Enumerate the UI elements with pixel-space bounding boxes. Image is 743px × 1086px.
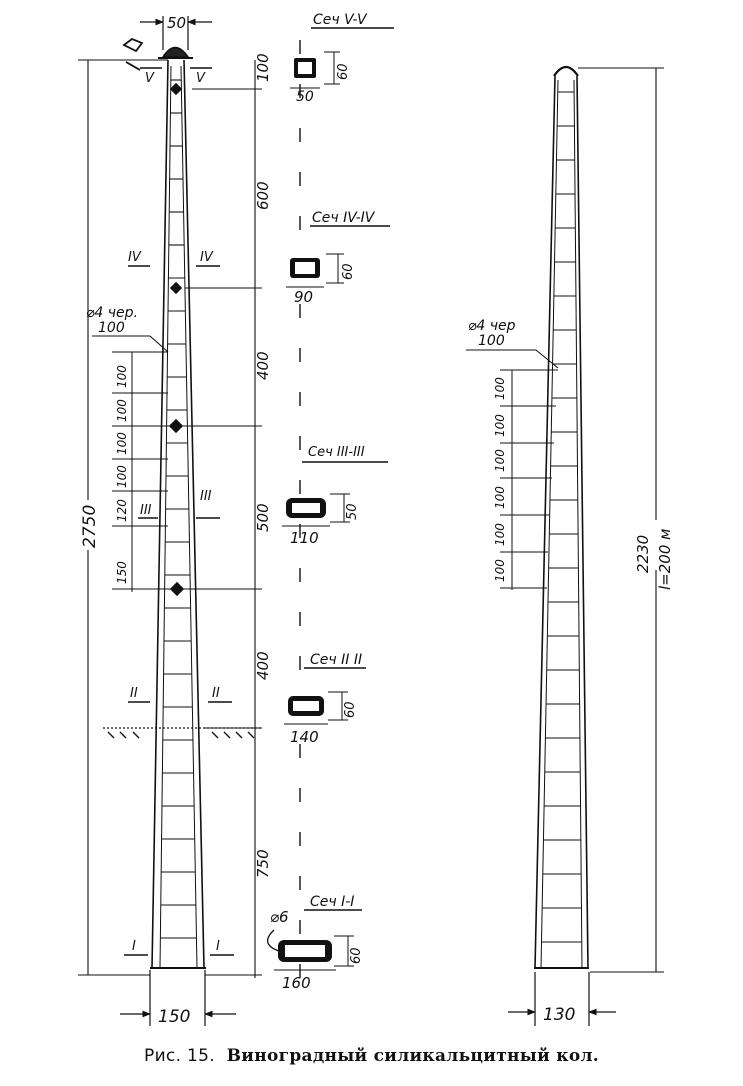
segment-dim-label: 750: [254, 849, 272, 878]
left-post-outer-edge-left: [151, 59, 169, 969]
right-step-dim-label: 100: [493, 449, 507, 472]
figure-caption-label: Рис. 15.: [144, 1046, 215, 1066]
segment-dim-label: 400: [254, 651, 272, 680]
cap-detail-sketch: [122, 37, 144, 71]
section-marker-iii-right: III: [200, 489, 212, 504]
section-marker-iv-left: IV: [128, 250, 142, 265]
right-post-rungs: [541, 91, 582, 943]
ground-line: [103, 727, 262, 739]
section-width-label: 90: [294, 288, 313, 306]
section-rod-note: ⌀6: [270, 908, 289, 926]
right-hole-pitch: 100: [478, 333, 505, 349]
left-top-width-dim: [140, 16, 212, 50]
right-post-outer-edge-right: [576, 75, 589, 969]
section-title: Сеч II II: [310, 652, 362, 668]
marker-diamond: [169, 281, 183, 295]
figure-caption: Рис. 15. Виноградный силикальцитный кол.: [0, 1046, 743, 1066]
right-step-dim-label: 100: [493, 414, 507, 437]
right-base-width-dim: [508, 972, 616, 1026]
left-step-dim-label: 150: [115, 561, 129, 584]
section-height-label: 50: [345, 503, 360, 520]
section-iv-iv: Сеч IV-IV 90 60: [286, 210, 390, 306]
left-post-outer-edge-right: [183, 59, 205, 969]
right-length-note: l=200 м: [656, 529, 674, 590]
right-post: [534, 65, 589, 969]
section-iii-iii: Сеч III-III 110 50: [282, 445, 388, 547]
left-hole-leader: [92, 335, 169, 353]
section-ii-ii: Сеч II II 140 60: [284, 652, 366, 746]
section-height-label: 60: [336, 63, 351, 80]
technical-drawing: 50 2750 100 600 400 500 400 750: [78, 12, 674, 1027]
segment-dim-label: 100: [254, 53, 272, 82]
right-total-height-dim: [578, 67, 664, 973]
section-marker-ii-left: II: [130, 686, 138, 701]
section-title: Сеч I-I: [310, 894, 354, 910]
section-markers: [124, 67, 234, 956]
right-step-dims: [500, 369, 558, 590]
segment-dim-label: 400: [254, 351, 272, 380]
figure-caption-title: Виноградный силикальцитный кол.: [226, 1046, 599, 1066]
right-hole-note: ⌀4 чер: [468, 318, 516, 334]
section-marker-i-left: I: [132, 939, 136, 954]
section-v-v: Сеч V-V 50 60: [290, 12, 394, 105]
section-title: Сеч IV-IV: [312, 210, 376, 226]
left-base-width-label: 150: [158, 1007, 190, 1027]
left-post: [150, 46, 206, 969]
left-step-dim-label: 100: [115, 399, 129, 422]
left-step-dim-label: 100: [115, 432, 129, 455]
segment-dim-label: 500: [254, 503, 272, 532]
section-width-label: 110: [290, 529, 319, 547]
right-post-outer-edge-left: [534, 75, 556, 969]
right-step-dim-label: 100: [493, 523, 507, 546]
section-marker-ii-right: II: [212, 686, 220, 701]
left-total-height-label: 2750: [80, 505, 100, 548]
left-step-dim-label: 100: [115, 365, 129, 388]
section-marker-v-right: V: [196, 71, 206, 86]
section-height-label: 60: [341, 263, 356, 280]
marker-diamond: [169, 82, 183, 96]
right-post-cap: [553, 65, 579, 77]
section-i-i: Сеч I-I ⌀6 160 60: [266, 894, 364, 992]
right-step-dim-label: 100: [493, 486, 507, 509]
section-width-label: 140: [290, 728, 319, 746]
section-title: Сеч III-III: [308, 445, 365, 460]
segment-dim-label: 600: [254, 181, 272, 210]
section-marker-v-left: V: [145, 71, 155, 86]
section-title: Сеч V-V: [313, 12, 368, 28]
section-marker-iii-left: III: [140, 503, 152, 518]
section-marker-i-right: I: [216, 939, 220, 954]
left-post-cap: [161, 46, 190, 58]
left-total-height-dim: [78, 59, 168, 976]
left-post-rungs: [160, 79, 197, 939]
section-height-label: 60: [343, 701, 358, 718]
left-base-width-dim: [120, 970, 236, 1026]
section-marker-iv-right: IV: [200, 250, 214, 265]
section-width-label: 50: [296, 89, 314, 105]
right-step-dim-label: 100: [493, 559, 507, 582]
right-hole-leader: [466, 349, 559, 369]
left-top-width-label: 50: [167, 14, 186, 32]
left-step-dims: [112, 351, 168, 592]
section-height-label: 60: [349, 947, 364, 964]
right-base-width-label: 130: [543, 1005, 575, 1025]
left-step-dim-label: 120: [115, 499, 129, 522]
section-width-label: 160: [282, 974, 311, 992]
left-step-dim-label: 100: [115, 465, 129, 488]
left-hole-note: ⌀4 чер.: [86, 305, 138, 321]
right-total-height-label: 2230: [634, 535, 652, 573]
left-hole-pitch: 100: [98, 320, 125, 336]
right-step-dim-label: 100: [493, 377, 507, 400]
